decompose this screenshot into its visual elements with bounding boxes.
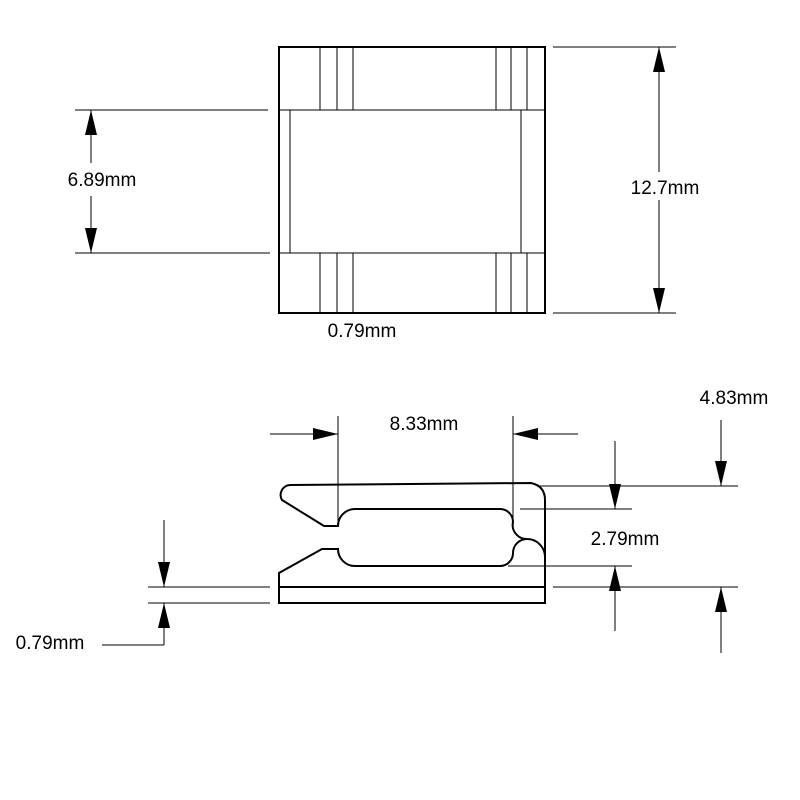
side-view: [278, 481, 546, 604]
arrow-up-icon: [715, 587, 727, 612]
arrow-down-icon: [158, 562, 170, 587]
top-view: [278, 46, 546, 314]
arrow-down-icon: [715, 461, 727, 486]
arrow-up-icon: [653, 47, 665, 72]
arrow-right-icon: [313, 428, 338, 440]
top-view-outline: [278, 46, 546, 314]
dim-bottom-total-height: 4.83mm: [540, 388, 768, 653]
side-view-base: [278, 586, 546, 604]
dim-label-bottom-total-height: 4.83mm: [700, 388, 769, 409]
dim-label-top-slot-width: 0.79mm: [328, 321, 397, 342]
arrow-down-icon: [653, 288, 665, 313]
dim-label-bottom-inner-width: 8.33mm: [390, 414, 459, 435]
dim-top-left-height: 6.89mm: [68, 109, 270, 254]
dim-label-top-left-height: 6.89mm: [68, 170, 137, 191]
dim-label-top-total-height: 12.7mm: [631, 178, 700, 199]
dim-label-bottom-base-thickness: 0.79mm: [16, 633, 85, 654]
arrow-left-icon: [513, 428, 538, 440]
dim-label-bottom-inner-height: 2.79mm: [591, 529, 660, 550]
dim-bottom-inner-height: 2.79mm: [508, 441, 659, 631]
arrow-up-icon: [158, 603, 170, 628]
arrow-down-icon: [85, 228, 97, 253]
side-view-profile: [278, 481, 546, 587]
dim-bottom-inner-width: 8.33mm: [270, 414, 578, 526]
arrow-down-icon: [609, 484, 621, 509]
dim-top-total-height: 12.7mm: [553, 46, 700, 314]
dim-bottom-base-thickness: 0.79mm: [16, 520, 270, 654]
arrow-up-icon: [85, 110, 97, 135]
arrow-up-icon: [609, 566, 621, 591]
